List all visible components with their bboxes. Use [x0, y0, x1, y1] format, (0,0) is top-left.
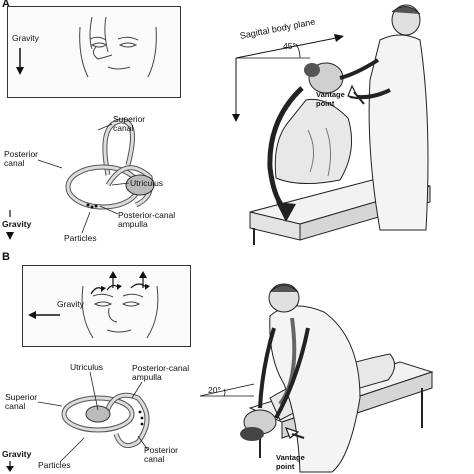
- label-utriculus-a: Utriculus: [130, 178, 164, 188]
- labyrinth-b: [61, 392, 150, 449]
- gravity-label-b: Gravity: [57, 299, 84, 309]
- face-illustration-a: [79, 16, 157, 78]
- gravity-arrow-a2: [9, 210, 11, 217]
- scene-b: [199, 283, 434, 473]
- gravity-label-a: Gravity: [12, 33, 39, 43]
- angle-label-b: 20°: [208, 385, 221, 395]
- angle-label-a: 45°: [283, 41, 296, 51]
- label-posterior-canal-a: Posterior canal: [4, 149, 39, 168]
- vantage-point-label-a: Vantage point: [316, 90, 345, 108]
- vantage-point-label-b: Vantage point: [276, 453, 305, 471]
- label-particles-b: Particles: [38, 460, 71, 470]
- label-posterior-canal-ampulla-b: Posterior-canal ampulla: [132, 363, 190, 382]
- gravity-arrowhead-a2: [6, 232, 14, 240]
- gravity-arrow-a: [16, 48, 24, 75]
- label-posterior-canal-b: Posterior canal: [144, 445, 179, 464]
- label-utriculus-b: Utriculus: [70, 362, 104, 372]
- face-illustration-b: [81, 271, 159, 339]
- scene-a: [232, 4, 431, 245]
- panel-b-letter: B: [2, 251, 10, 263]
- face-box-b: [22, 265, 191, 347]
- face-box-a: [7, 6, 181, 98]
- label-posterior-canal-ampulla-a: Posterior-canal ampulla: [118, 210, 176, 229]
- gravity-arrow-b2: [6, 461, 14, 472]
- label-particles-a: Particles: [64, 233, 97, 243]
- label-superior-canal-a: Superior canal: [113, 114, 146, 133]
- label-superior-canal-b: Superior canal: [5, 392, 38, 411]
- gravity-label-b2: Gravity: [2, 449, 32, 459]
- gravity-arrow-b: [28, 311, 60, 319]
- gravity-label-a2: Gravity: [2, 219, 32, 229]
- panel-a-letter: A: [2, 0, 10, 10]
